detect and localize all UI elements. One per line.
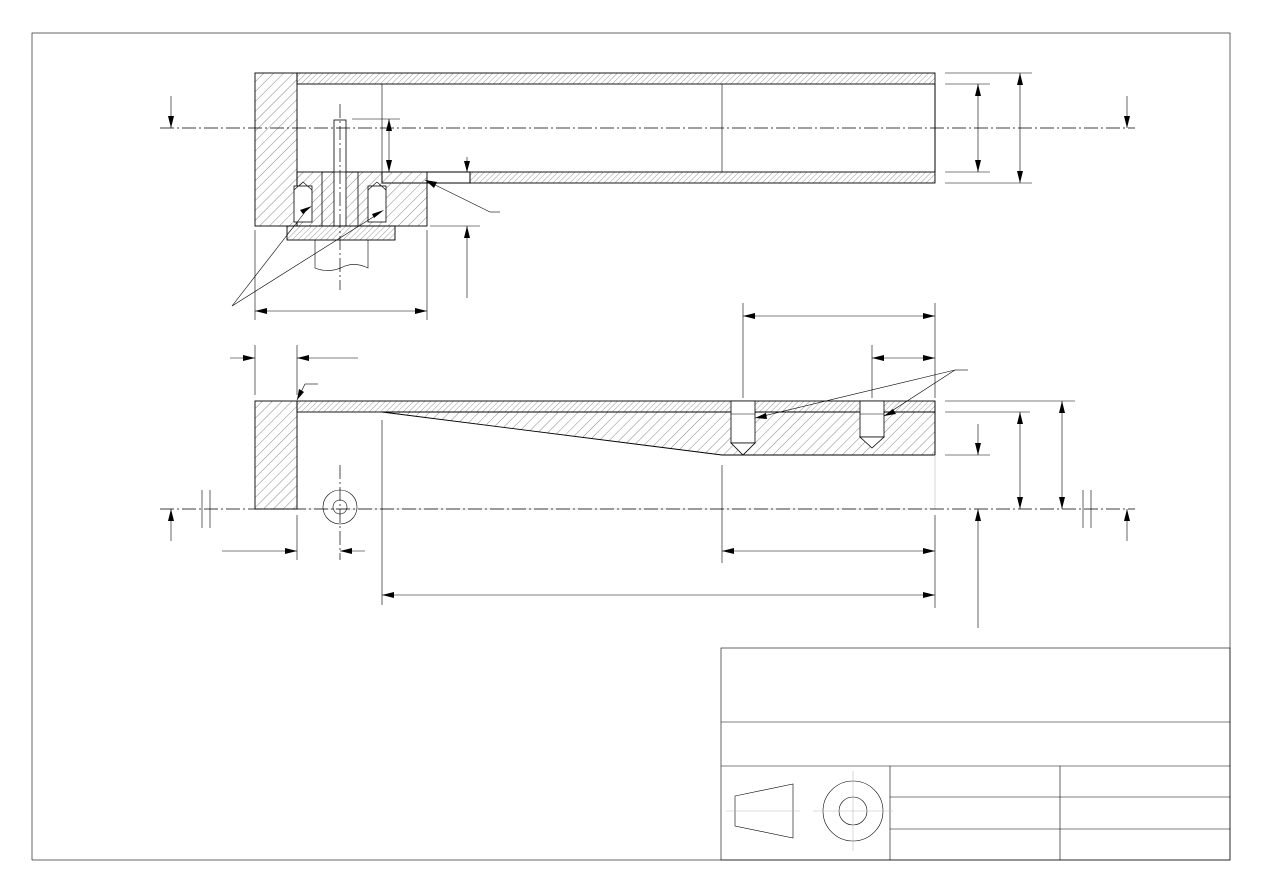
bolt-front-right — [858, 400, 886, 449]
wall-block-front — [254, 400, 298, 510]
mounting-block — [296, 171, 428, 227]
top-view-dimensions — [168, 72, 1130, 320]
tapered-web — [381, 411, 936, 456]
bolt-hole-left — [293, 185, 313, 223]
front-view — [160, 400, 1135, 560]
top-section-view — [160, 72, 1135, 290]
bolt-front-left — [730, 400, 756, 456]
first-angle-projection-icon — [726, 771, 893, 851]
sheet-border — [31, 32, 1231, 861]
title-block — [720, 647, 1231, 861]
title-block-frame — [720, 647, 1231, 861]
front-top-plate — [296, 400, 936, 413]
shaft-stub — [314, 240, 369, 271]
base-plate — [286, 225, 396, 241]
wall-block-top — [254, 72, 298, 227]
bottom-plate — [469, 171, 936, 184]
front-view-dimensions — [168, 303, 1130, 628]
bolt-hole-right — [367, 185, 387, 223]
top-plate — [296, 72, 936, 85]
